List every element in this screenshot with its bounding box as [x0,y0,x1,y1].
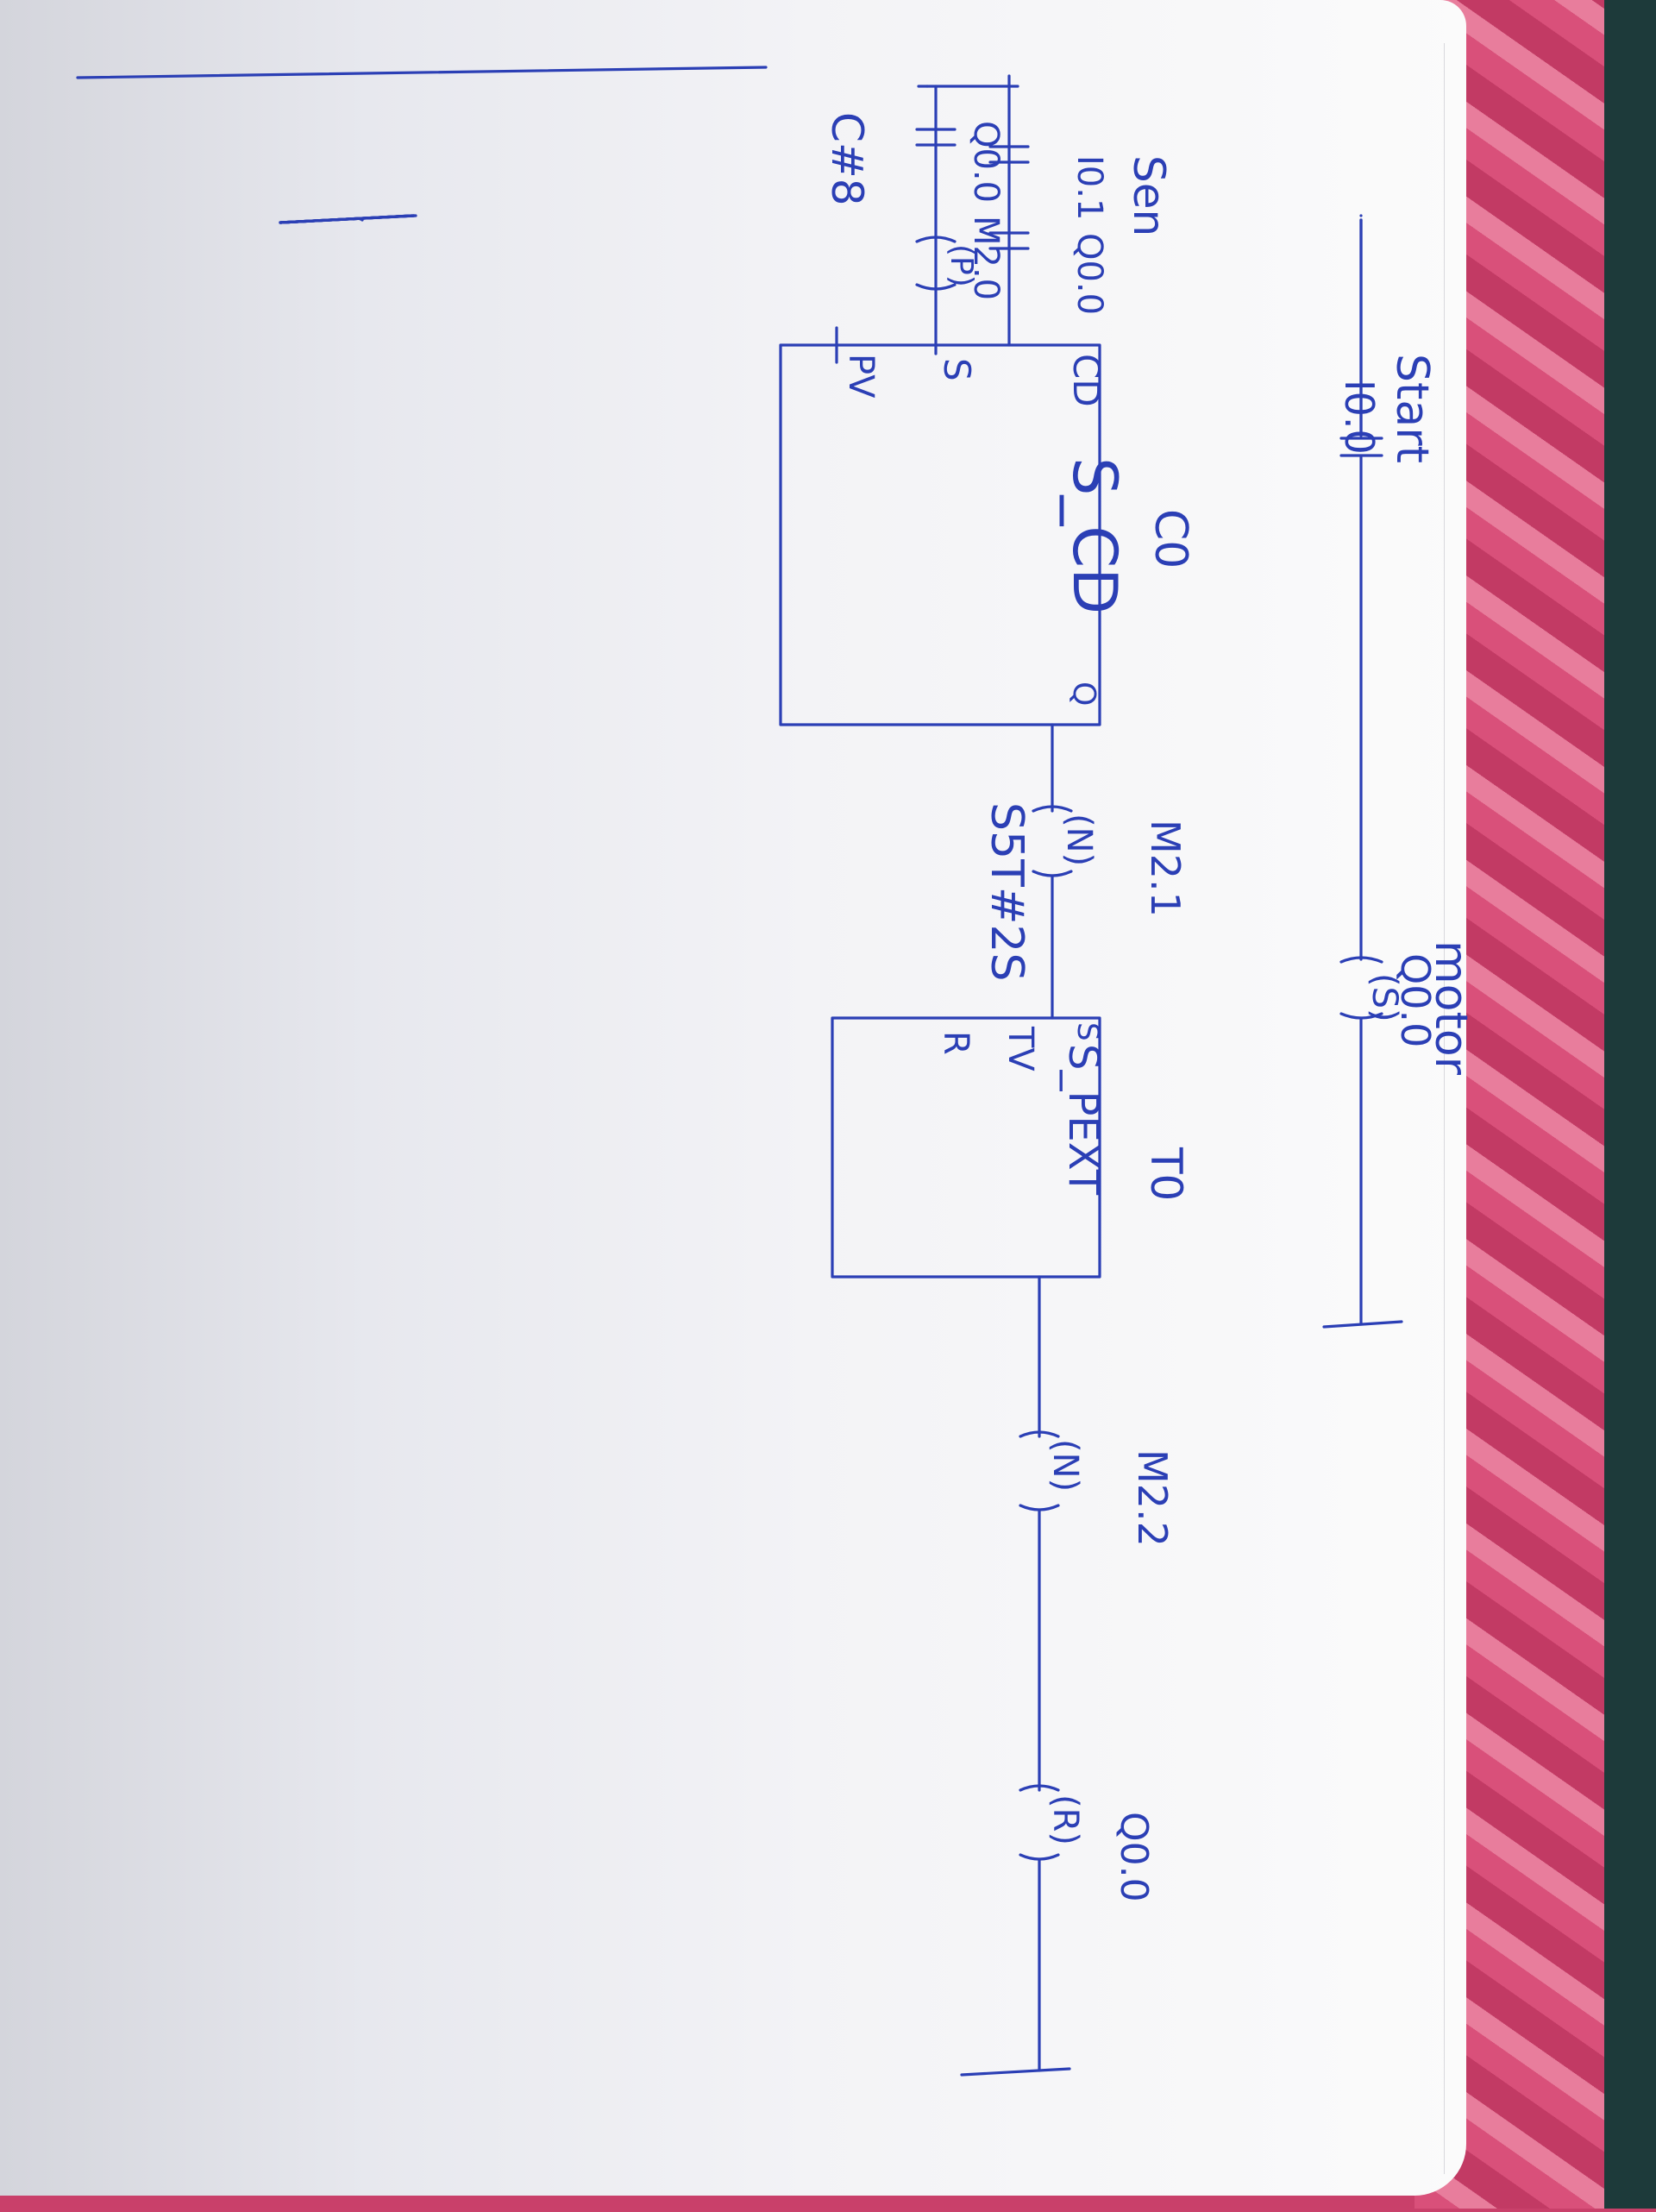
rung1-coil-label: motor [1425,940,1477,1076]
rung1-coil-symbol: (S) [1364,973,1404,1022]
counter-s-input: S [936,358,978,381]
dark-surface-edge [1604,0,1656,2209]
reset-arc-top [1019,1784,1060,1792]
timer-s-input: S [1070,1022,1105,1041]
counter-box [779,343,1101,726]
rung1-start-rail [279,214,416,224]
rung1-contact-address: I0.0 [1336,380,1383,455]
top-rail-line [76,66,768,79]
paper-inner-edge [10,43,1445,2174]
timer-tv-input: TV [1000,1026,1040,1071]
rung1-contact-label: Start [1386,354,1438,463]
paper-sheet [0,0,1466,2196]
timer-r-input: R [936,1031,975,1055]
counter-q-output: Q [1066,682,1101,706]
rung2-p-arc-bottom [915,283,957,291]
n2-symbol: (N) [1045,1439,1085,1492]
n2-arc-top [1019,1430,1060,1438]
rung-1 [279,214,1363,224]
reset-symbol: (R) [1045,1794,1085,1845]
counter-name: C0 [1145,509,1196,569]
rung2-end-rail [960,2067,1071,2077]
counter-cd-input: CD [1065,354,1107,407]
rung2-contact1-label: Sen [1124,155,1174,236]
counter-type: S_CD [1059,457,1130,614]
rung2-contact4-address: M2.0 [966,216,1006,300]
rung2-contact3-address: Q0.0 [966,121,1006,203]
rung2-contact2-address: Q0.0 [1070,233,1109,315]
counter-preset: C#8 [822,112,872,206]
timer-box [831,1016,1101,1279]
rung2-contacts [915,74,1030,347]
counter-pv-input: PV [841,354,881,399]
timer-value: S5T#2S [981,802,1032,982]
rung2-p-symbol: (P) [944,244,979,287]
timer-name: T0 [1141,1147,1191,1201]
n1-arc-top [1032,805,1073,813]
rung1-network [1322,218,1403,1329]
n1-symbol: (N) [1059,814,1099,866]
n1-address: M2.1 [1142,820,1189,917]
n2-address: M2.2 [1129,1449,1176,1547]
timer-type: S_PEXT [1059,1044,1107,1196]
rung1-end-rail [1322,1320,1403,1329]
rung2-contact1-address: I0.1 [1070,155,1109,220]
rung1-coil-arc-top [1339,956,1383,964]
rung2-p-arc-top [915,236,957,243]
reset-address: Q0.0 [1112,1812,1156,1902]
rung1-coil-address: Q0.0 [1392,953,1439,1047]
